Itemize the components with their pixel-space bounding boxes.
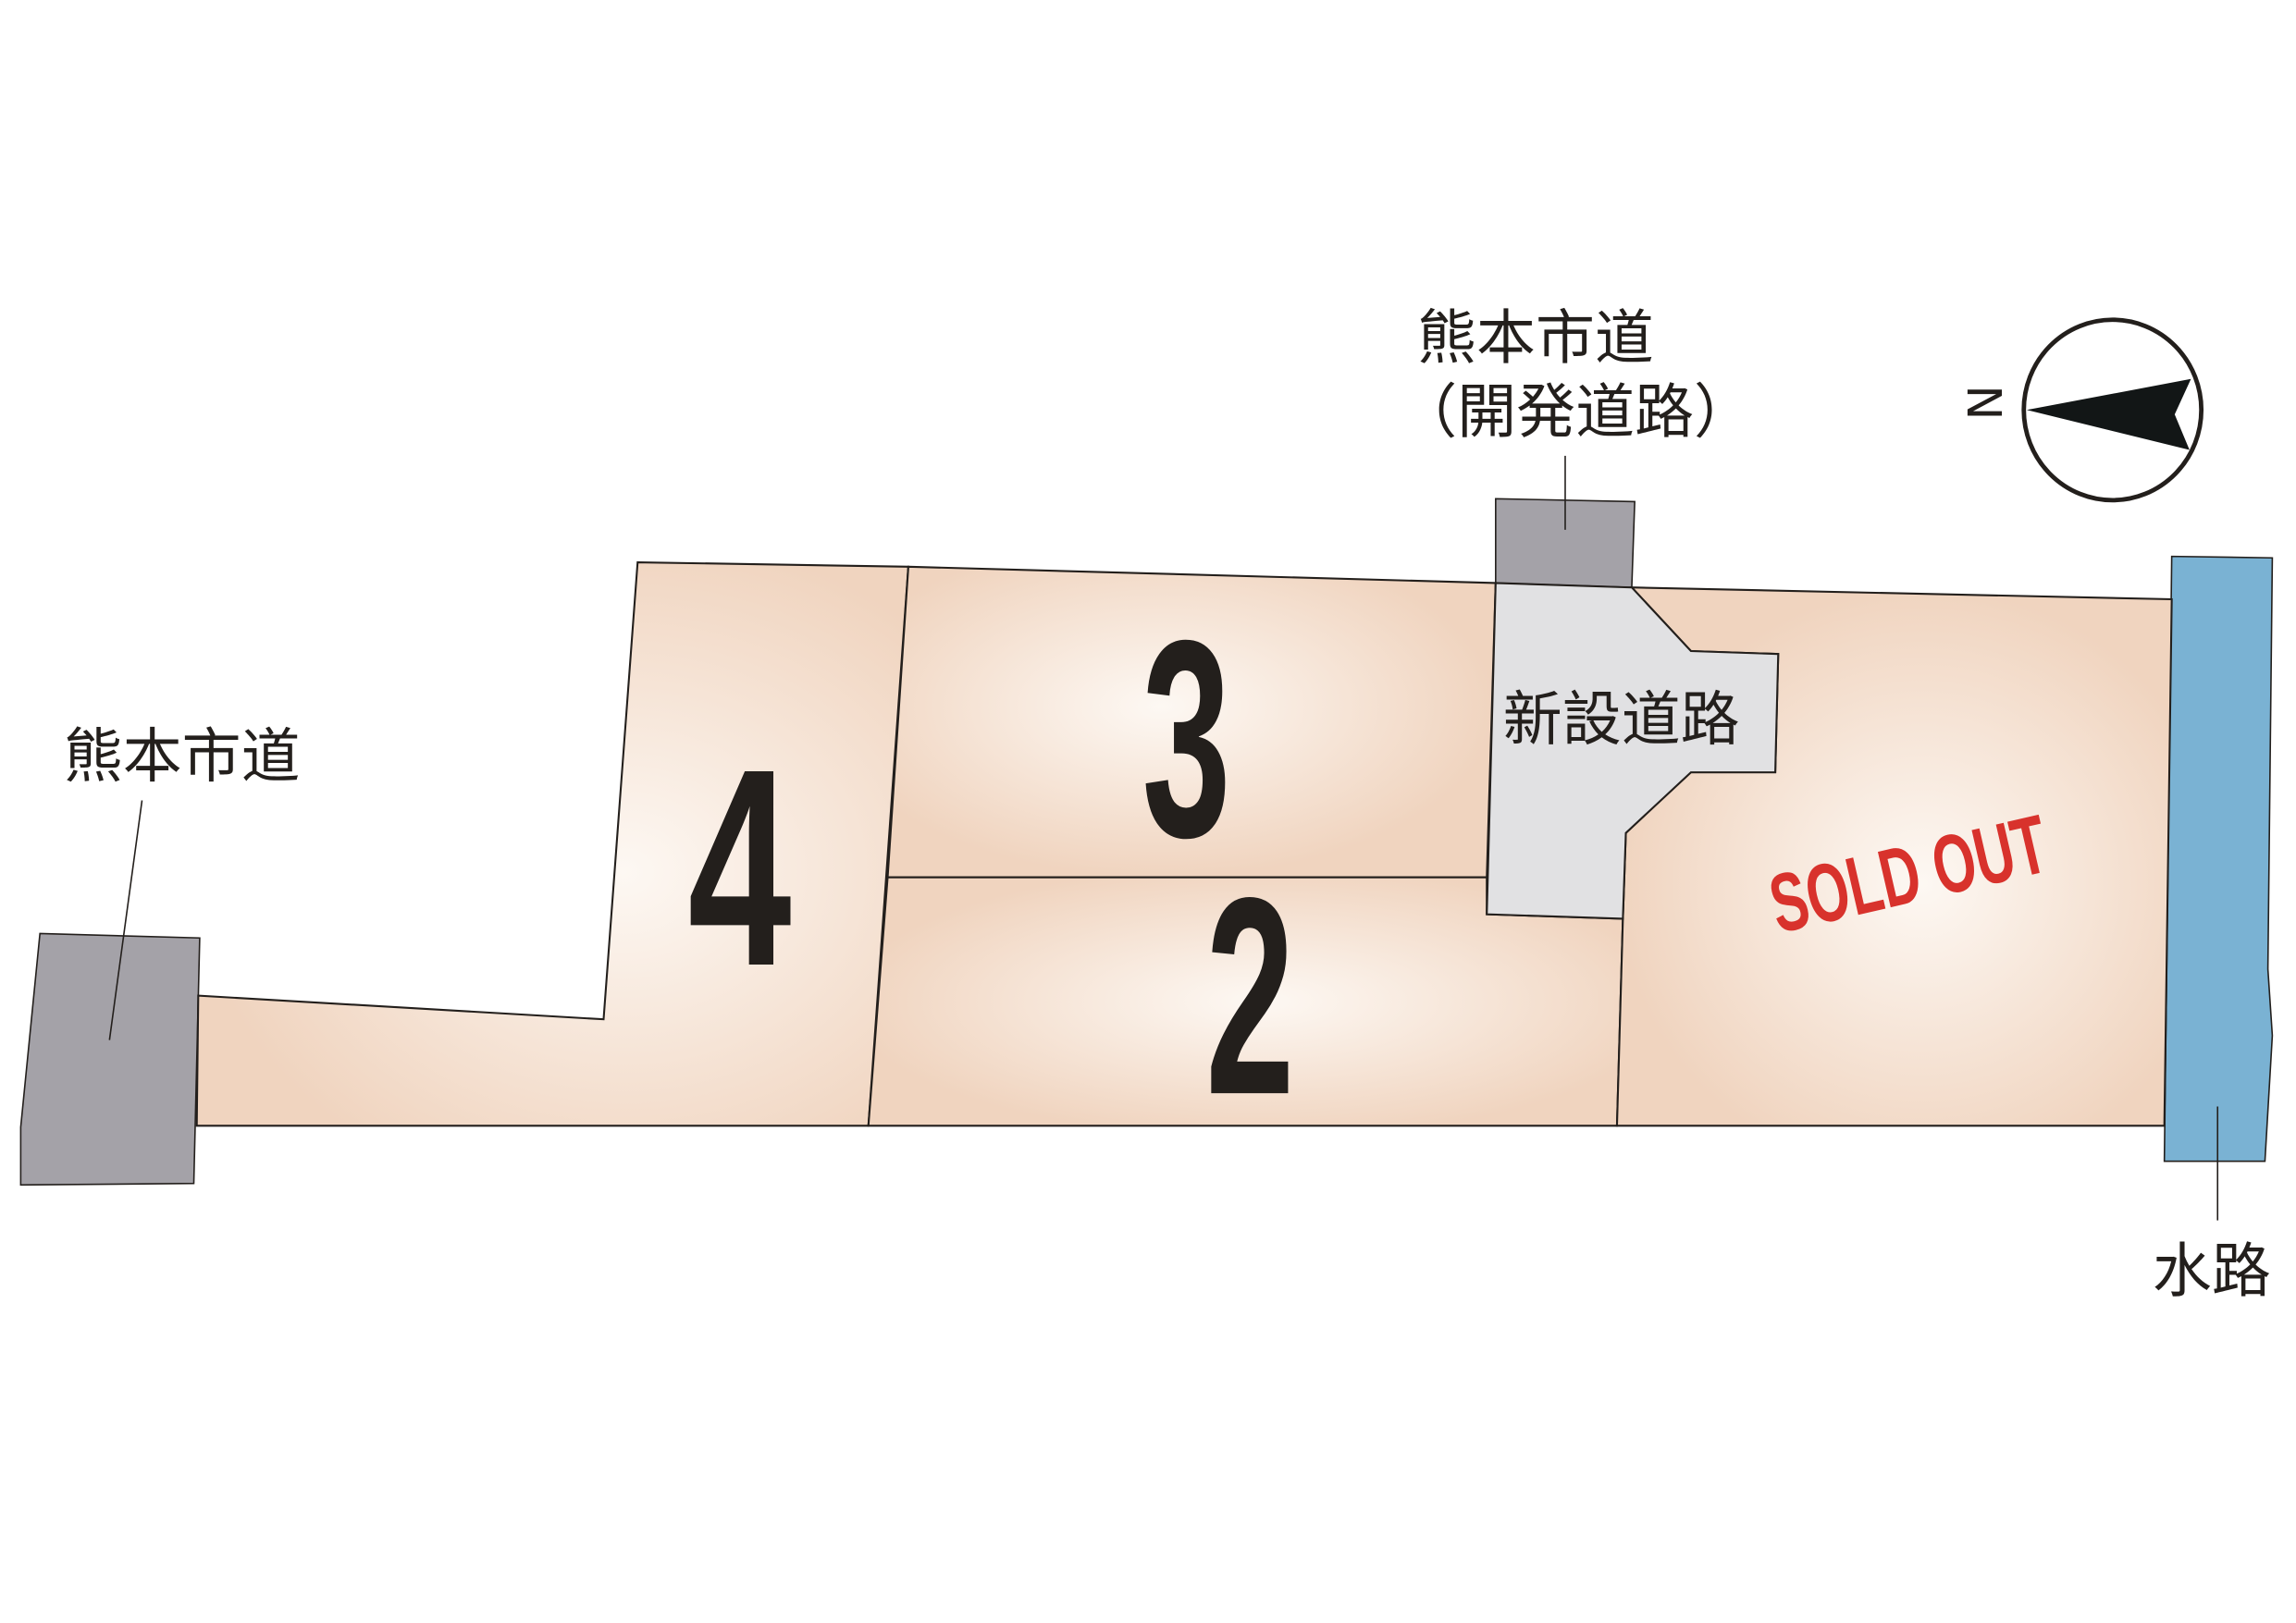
label-city-road-top: 熊本市道 <box>1417 304 1654 373</box>
lot-number-2: 2 <box>1205 840 1294 1153</box>
new-road <box>1486 582 1780 920</box>
label-development-road: （開発道路） <box>1398 378 1753 447</box>
label-waterway: 水路 <box>2153 1237 2271 1306</box>
north-arrow-icon <box>2026 378 2191 450</box>
lot-number-3: 3 <box>1142 583 1231 896</box>
leader-line-left <box>108 800 143 1040</box>
north-compass: N <box>1959 317 2204 503</box>
label-new-road: 新設道路 <box>1503 686 1740 755</box>
north-label: N <box>1959 385 2014 420</box>
waterway <box>2163 555 2274 1162</box>
city-road-left <box>19 932 201 1187</box>
label-city-road-left: 熊本市道 <box>64 723 301 792</box>
lot-4[interactable] <box>195 560 910 1127</box>
lot-number-4: 4 <box>688 711 793 1025</box>
